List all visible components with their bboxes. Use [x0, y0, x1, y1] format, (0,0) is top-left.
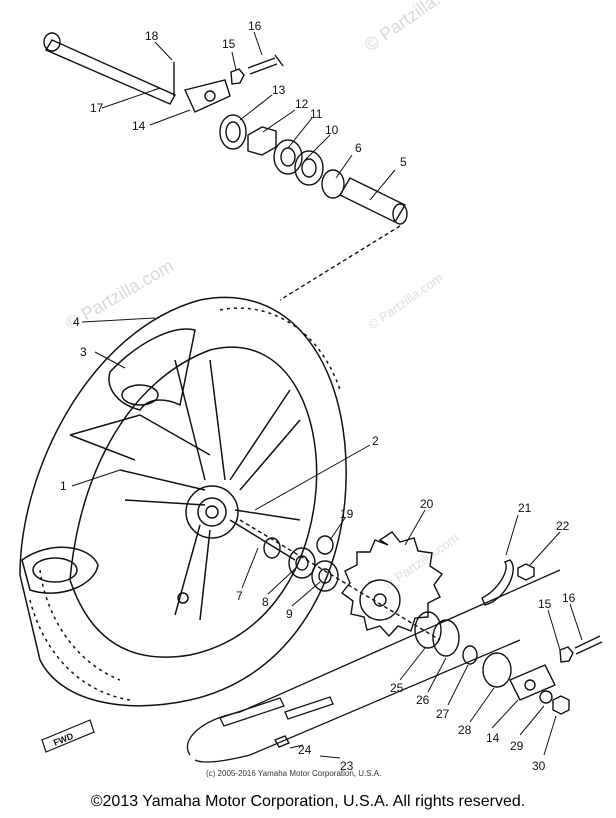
callout-23: 23	[340, 759, 354, 773]
collar-5	[339, 177, 406, 223]
callout-4: 4	[73, 315, 80, 329]
leader-lines	[71, 31, 583, 759]
spoke-1	[119, 469, 206, 506]
axle-nut-12	[247, 126, 277, 156]
hub-parts	[239, 519, 441, 641]
bearing-8	[288, 547, 316, 579]
lock-washer-21	[481, 559, 514, 606]
callout-24: 24	[298, 743, 312, 757]
callout-29: 29	[510, 739, 524, 753]
callout-14-bottom: 14	[486, 731, 500, 745]
callout-20: 20	[420, 497, 434, 511]
plate-28	[482, 652, 512, 688]
circlip-26	[432, 619, 460, 657]
callout-6: 6	[355, 141, 362, 155]
nut-30	[552, 695, 570, 715]
callout-8: 8	[262, 595, 269, 609]
nut-22	[517, 563, 535, 581]
spoke-5	[174, 524, 211, 621]
bearing-11	[273, 139, 303, 175]
chain-segment-24	[284, 696, 334, 720]
sprocket-20	[340, 531, 443, 638]
callout-18: 18	[145, 29, 159, 43]
callout-12: 12	[295, 97, 309, 111]
spoke-4	[229, 509, 301, 561]
tire-outer	[19, 296, 347, 707]
washer-29	[539, 690, 553, 704]
callout-15-top: 15	[222, 37, 236, 51]
callout-11: 11	[310, 107, 323, 121]
hub	[185, 485, 239, 539]
rim-tape-cut	[21, 546, 99, 594]
callout-labels: 1 2 3 4 5 6 7 8 9 10 11 12 13 14 14 15 1…	[60, 19, 576, 773]
circlip-19	[316, 535, 334, 555]
callout-5: 5	[400, 155, 407, 169]
callout-3: 3	[80, 345, 87, 359]
chain-adjuster-right	[509, 664, 556, 701]
chain-segment-23	[219, 697, 285, 727]
callout-16-top: 16	[248, 19, 262, 33]
tire-tread	[29, 307, 341, 701]
rear-axle	[44, 39, 176, 105]
master-link	[274, 735, 290, 748]
watermark-top-right: © Partzilla.com	[361, 0, 472, 55]
footer-copyright: ©2013 Yamaha Motor Corporation, U.S.A. A…	[90, 793, 526, 810]
direction-tag: FWD	[41, 719, 95, 753]
adjuster-bolt-top	[247, 54, 284, 75]
callout-19: 19	[340, 507, 354, 521]
callout-25: 25	[390, 681, 404, 695]
diagram-copyright: (c) 2005-2016 Yamaha Motor Corporation, …	[206, 769, 382, 778]
spoke-3	[229, 389, 301, 491]
spacer-7	[263, 537, 281, 559]
callout-26: 26	[416, 693, 430, 707]
callout-28: 28	[458, 723, 472, 737]
drive-chain	[186, 569, 561, 763]
callout-27: 27	[436, 707, 450, 721]
exploded-parts-diagram: © Partzilla.com © Partzilla.com © Partzi…	[19, 0, 603, 773]
callout-16-bottom: 16	[562, 591, 576, 605]
watermark-lower-right: © Partzilla.com	[381, 530, 461, 593]
spoke-2	[174, 359, 226, 481]
callout-7: 7	[236, 589, 243, 603]
o-ring-27	[462, 645, 478, 665]
collar-13	[219, 114, 247, 150]
watermark-right: © Partzilla.com	[365, 270, 445, 333]
callout-30: 30	[532, 759, 546, 773]
callout-2: 2	[372, 434, 379, 448]
wheel-assembly	[19, 296, 347, 707]
adjuster-nut-top	[230, 68, 245, 85]
callout-14-top: 14	[132, 119, 146, 133]
adjuster-bolt-right	[574, 635, 603, 655]
callout-15-bottom: 15	[538, 597, 552, 611]
tire-inner	[69, 346, 318, 658]
oil-seal-9	[311, 560, 339, 592]
callout-10: 10	[325, 123, 339, 137]
tube-3	[108, 328, 196, 411]
callout-13: 13	[272, 83, 286, 97]
oil-seal-25	[414, 611, 442, 649]
callout-22: 22	[556, 519, 570, 533]
callout-1: 1	[60, 479, 67, 493]
valve-stem	[177, 592, 189, 604]
callout-9: 9	[286, 607, 293, 621]
adjuster-nut-right	[559, 646, 574, 663]
bearing-10	[294, 150, 324, 186]
oil-seal-6	[321, 169, 345, 199]
sprocket-assembly	[340, 531, 603, 715]
callout-21: 21	[518, 501, 532, 515]
chain-adjuster-left	[184, 79, 231, 113]
callout-17: 17	[90, 101, 104, 115]
axle-assembly	[43, 32, 408, 301]
